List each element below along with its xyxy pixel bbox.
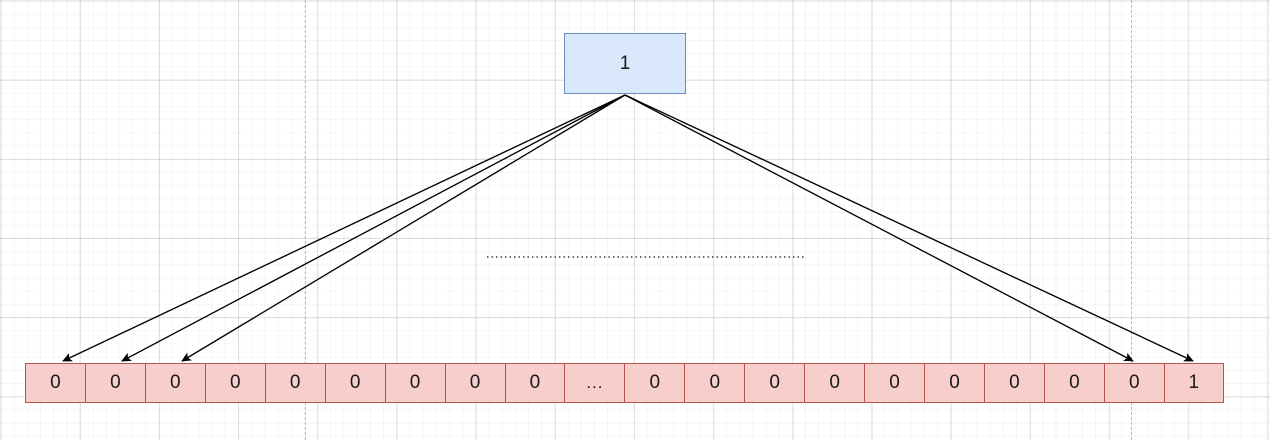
- bit-cell-9[interactable]: 0: [504, 363, 565, 403]
- bit-cell-value: 0: [469, 372, 481, 393]
- bit-cell-4[interactable]: 0: [204, 363, 265, 403]
- bit-array: 0 0 0 0 0 0 0 0 0... 0 0 0 0 0 0 0 0 0 1: [25, 363, 1224, 403]
- bit-cell-value: 0: [50, 372, 61, 393]
- connector-arrow-5: [624, 94, 1194, 362]
- bit-cell-value: 0: [1009, 372, 1020, 393]
- bit-cell-value: 0: [409, 372, 421, 393]
- bit-cell-19[interactable]: 0: [1103, 363, 1164, 403]
- bit-cell-13[interactable]: 0: [744, 363, 805, 403]
- bit-cell-value: ...: [586, 373, 604, 392]
- connector-arrow-3: [181, 94, 626, 362]
- bit-cell-value: 0: [769, 372, 780, 393]
- bit-cell-8[interactable]: 0: [444, 363, 505, 403]
- connector-arrow-2: [121, 94, 626, 362]
- source-node-label: 1: [619, 52, 631, 74]
- bit-cell-value: 0: [709, 372, 721, 393]
- bit-cell-15[interactable]: 0: [864, 363, 925, 403]
- bit-cell-value: 0: [889, 372, 900, 393]
- bit-cell-3[interactable]: 0: [144, 363, 205, 403]
- bit-cell-value: 0: [349, 372, 361, 393]
- bit-cell-value: 0: [229, 372, 241, 393]
- connector-arrow-1: [62, 94, 626, 362]
- bit-cell-18[interactable]: 0: [1043, 363, 1104, 403]
- bit-cell-value: 0: [110, 372, 121, 393]
- bit-cell-11[interactable]: 0: [624, 363, 685, 403]
- bit-cell-value: 0: [1129, 372, 1140, 393]
- bit-cell-17[interactable]: 0: [984, 363, 1044, 403]
- bit-cell-16[interactable]: 0: [924, 363, 984, 403]
- bit-cell-value: 0: [1069, 372, 1080, 393]
- bit-cell-14[interactable]: 0: [804, 363, 865, 403]
- bit-cell-value: 0: [529, 372, 541, 393]
- bit-cell-value: 0: [170, 372, 181, 393]
- bit-cell-5[interactable]: 0: [264, 363, 325, 403]
- bit-cell-value: 0: [829, 372, 840, 393]
- bit-cell-20[interactable]: 1: [1163, 363, 1224, 403]
- bit-cell-value: 0: [289, 372, 301, 393]
- source-node-box[interactable]: 1: [564, 33, 686, 94]
- page-break-guide-left: [305, 0, 306, 440]
- bit-cell-value: 0: [649, 372, 661, 393]
- bit-cell-value: 0: [949, 372, 960, 393]
- bit-cell-6[interactable]: 0: [324, 363, 385, 403]
- bit-cell-7[interactable]: 0: [384, 363, 445, 403]
- bit-cell-10[interactable]: ...: [564, 363, 625, 403]
- page-break-guide-right: [1131, 0, 1132, 440]
- bit-cell-1[interactable]: 0: [25, 363, 85, 403]
- bit-cell-2[interactable]: 0: [84, 363, 145, 403]
- bit-cell-value: 1: [1188, 372, 1200, 393]
- bit-cell-12[interactable]: 0: [684, 363, 745, 403]
- connector-arrow-4: [624, 94, 1134, 362]
